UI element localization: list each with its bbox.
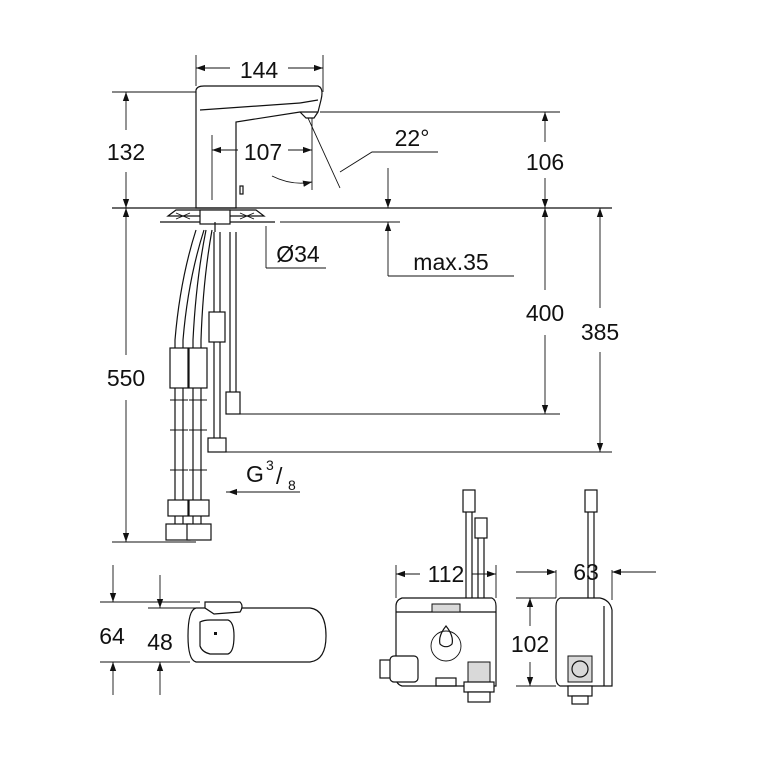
dim-112: 112	[428, 561, 465, 587]
dim-thread-denominator: 8	[288, 477, 296, 493]
dim-106: 106	[526, 149, 564, 175]
dim-550: 550	[107, 365, 145, 391]
faucet-top-view: 64 48	[99, 565, 327, 695]
dim-diameter-34: Ø34	[276, 241, 320, 267]
dim-thread-slash: /	[276, 463, 283, 489]
supply-hoses	[165, 229, 241, 541]
dim-385: 385	[581, 319, 619, 345]
dim-thread-numerator: 3	[266, 457, 274, 473]
dim-144: 144	[240, 57, 279, 83]
control-box-front-view: 112	[379, 489, 497, 703]
control-box-side-view: 63 102	[511, 489, 656, 705]
dim-max-35: max.35	[413, 249, 488, 275]
dim-107: 107	[244, 139, 282, 165]
dimension-lines	[112, 55, 612, 543]
faucet-side-view	[112, 85, 612, 232]
dim-102: 102	[511, 631, 549, 657]
dim-64: 64	[99, 623, 125, 649]
dimension-labels: 144 132 107 22° 106 Ø34 max.35 400 385 5…	[107, 57, 619, 493]
dim-132: 132	[107, 139, 145, 165]
dim-63: 63	[573, 559, 599, 585]
dim-400: 400	[526, 300, 564, 326]
dim-48: 48	[147, 629, 173, 655]
dim-22-degree: 22°	[395, 125, 430, 151]
dim-thread-g: G	[246, 461, 264, 487]
